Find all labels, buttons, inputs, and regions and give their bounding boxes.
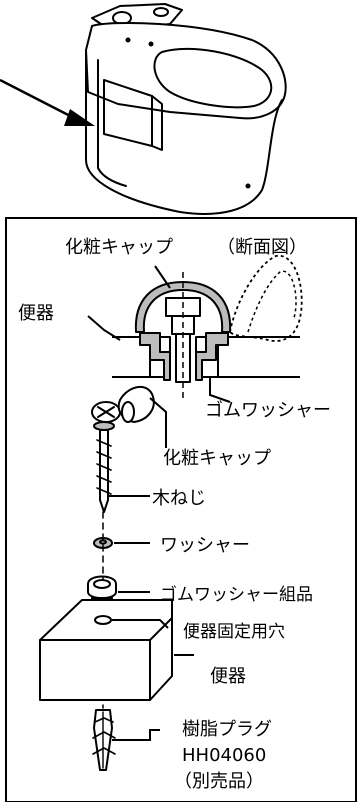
label-plug-note: （別売品） [174,771,264,792]
label-rubber-washer-set: ゴムワッシャー組品 [160,584,313,605]
toilet-bowl-illustration [85,3,287,215]
leader-lines-top [87,265,231,403]
label-fix-hole: 便器固定用穴 [183,622,285,642]
cap-section-view [112,255,303,400]
label-toilet-top: 便器 [18,303,54,324]
exploded-parts [39,385,173,771]
label-cap-mid: 化粧キャップ [163,448,271,469]
label-section-view: （断面図） [217,237,307,258]
label-rubber-washer: ゴムワッシャー [205,400,331,421]
label-plug-name: 樹脂プラグ [182,719,272,740]
label-plug-code: HH04060 [182,745,266,766]
label-wood-screw: 木ねじ [152,488,206,509]
detail-frame [5,217,357,802]
label-toilet-bottom: 便器 [210,666,246,687]
leader-lines-exploded [108,397,194,741]
label-washer: ワッシャー [160,535,250,556]
label-cap-top: 化粧キャップ [65,237,173,258]
pointer-arrow [0,78,95,126]
